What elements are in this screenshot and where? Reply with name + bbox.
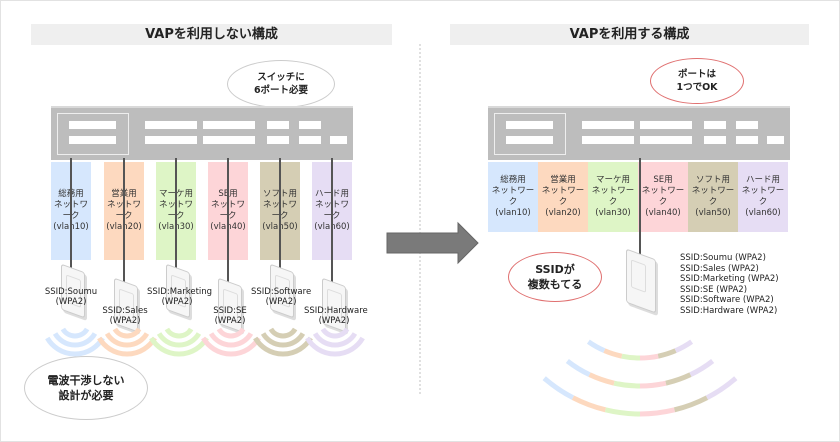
vlan-id: (vlan60) xyxy=(745,208,781,218)
ethernet-cable xyxy=(175,158,177,270)
vlan-id: (vlan40) xyxy=(645,208,681,218)
network-name: 総務用 xyxy=(500,175,526,185)
network-label: ネットワーク xyxy=(691,186,735,207)
ssid-item: SSID:Marketing (WPA2) xyxy=(680,274,779,284)
ssid-item: SSID:Sales (WPA2) xyxy=(680,263,759,274)
ssid-name: SSID:Sales xyxy=(102,306,148,316)
left-interference-callout: 電波干渉しない設計が必要 xyxy=(24,356,148,420)
ssid-auth: (WPA2) xyxy=(265,297,297,307)
ssid-item: SSID:Soumu (WPA2) xyxy=(680,253,766,263)
ethernet-cable xyxy=(227,158,229,284)
ssid-name: SSID:SE xyxy=(213,306,247,316)
ssid-auth: (WPA2) xyxy=(214,316,246,326)
network-name: ソフト用 xyxy=(695,175,730,185)
ssid-item: SSID:Software (WPA2) xyxy=(680,295,774,305)
ssid-label: SSID:Soumu(WPA2) xyxy=(41,287,101,307)
vlan-network-box: 営業用ネットワーク(vlan20) xyxy=(538,162,588,232)
ssid-auth: (WPA2) xyxy=(55,297,87,307)
vlan-network-box: 総務用ネットワーク(vlan10) xyxy=(488,162,538,232)
callout-line-1: スイッチに xyxy=(257,72,305,83)
callout-line-2: 設計が必要 xyxy=(58,389,114,402)
right-access-point xyxy=(626,248,656,314)
right-network-switch xyxy=(488,106,790,160)
vlan-network-box: ハード用ネットワーク(vlan60) xyxy=(738,162,788,232)
network-label: ネットワーク xyxy=(591,186,635,207)
callout-line-2: 1つでOK xyxy=(676,82,718,93)
ssid-name: SSID:Hardware xyxy=(304,306,368,316)
ssid-label: SSID:SE(WPA2) xyxy=(200,306,260,326)
left-switch-callout: スイッチに 6ポート必要 xyxy=(227,60,335,108)
right-uplink-cable xyxy=(639,158,641,258)
vlan-network-box: ソフト用ネットワーク(vlan50) xyxy=(688,162,738,232)
ethernet-cable xyxy=(279,158,281,270)
ethernet-cable xyxy=(70,158,72,270)
right-panel-title: VAPを利用する構成 xyxy=(450,24,809,45)
vlan-id: (vlan30) xyxy=(595,208,631,218)
right-switch-callout: ポートは 1つでOK xyxy=(650,58,744,104)
network-name: ハード用 xyxy=(745,175,780,185)
left-panel-title: VAPを利用しない構成 xyxy=(31,24,392,45)
network-name: SE用 xyxy=(653,175,673,185)
ssid-name: SSID:Soumu xyxy=(44,287,98,297)
callout-line-2: 6ポート必要 xyxy=(253,85,309,96)
panel-divider xyxy=(419,44,421,394)
ssid-item: SSID:Hardware (WPA2) xyxy=(680,305,778,316)
network-label: ネットワーク xyxy=(741,186,785,207)
ssid-auth: (WPA2) xyxy=(109,316,141,326)
vlan-network-box: マーケ用ネットワーク(vlan30) xyxy=(588,162,638,232)
callout-line-1: 電波干渉しない xyxy=(47,374,125,387)
right-ap-callout: SSIDが複数もてる xyxy=(508,252,602,302)
ssid-label: SSID:Hardware(WPA2) xyxy=(304,306,368,326)
ssid-item: SSID:SE (WPA2) xyxy=(680,284,748,295)
ssid-auth: (WPA2) xyxy=(161,297,193,307)
network-label: ネットワーク xyxy=(541,186,585,207)
ssid-label: SSID:Sales(WPA2) xyxy=(95,306,155,326)
ssid-label: SSID:Software(WPA2) xyxy=(251,287,311,307)
left-network-switch xyxy=(51,106,353,160)
network-label: ネットワーク xyxy=(641,186,685,207)
ssid-name: SSID:Marketing xyxy=(147,287,213,297)
network-name: 営業用 xyxy=(550,175,576,185)
network-name: マーケ用 xyxy=(595,175,630,185)
callout-line-1: SSIDが xyxy=(535,263,575,276)
callout-line-1: ポートは xyxy=(677,69,716,80)
switch-module xyxy=(57,113,129,155)
callout-line-2: 複数もてる xyxy=(527,278,583,291)
vlan-id: (vlan20) xyxy=(545,208,581,218)
ssid-auth: (WPA2) xyxy=(318,316,350,326)
network-label: ネットワーク xyxy=(491,186,535,207)
ethernet-cable xyxy=(331,158,333,284)
switch-module xyxy=(494,113,566,155)
vlan-id: (vlan50) xyxy=(695,208,731,218)
vlan-id: (vlan10) xyxy=(495,208,531,218)
ssid-label: SSID:Marketing(WPA2) xyxy=(147,287,212,307)
vlan-network-box: SE用ネットワーク(vlan40) xyxy=(638,162,688,232)
ethernet-cable xyxy=(123,158,125,284)
ssid-list: SSID:Soumu (WPA2) SSID:Sales (WPA2) SSID… xyxy=(680,253,779,316)
ssid-name: SSID:Software xyxy=(251,287,312,297)
